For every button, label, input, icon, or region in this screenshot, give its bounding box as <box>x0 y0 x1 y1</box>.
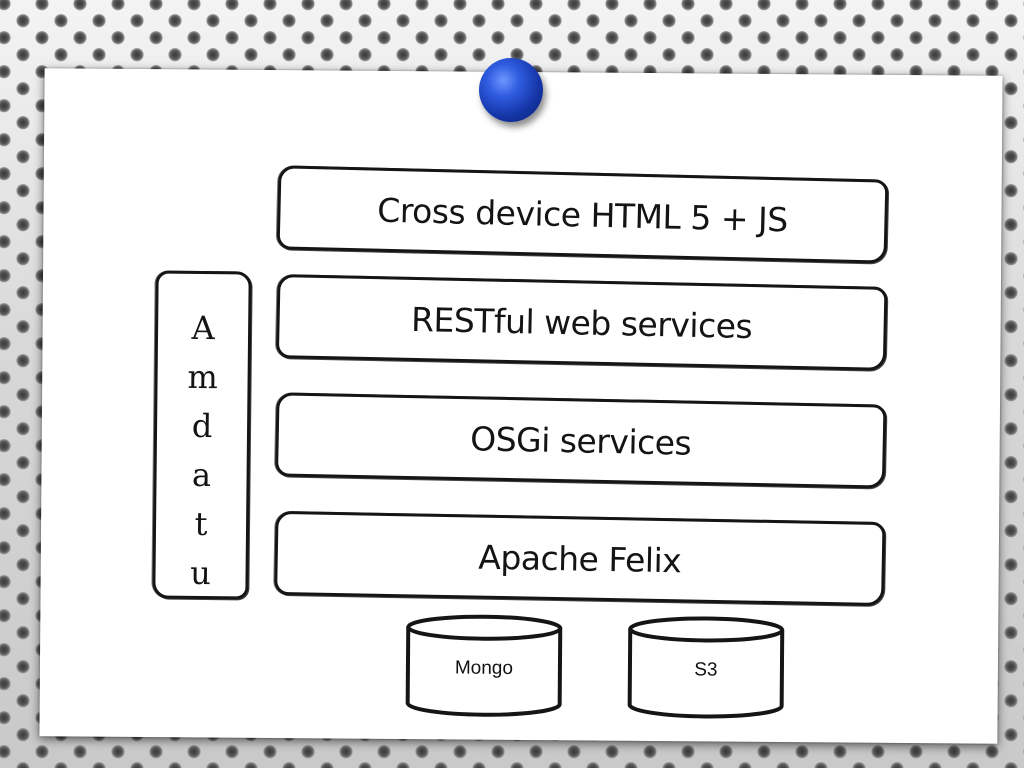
diagram-card: Cross device HTML 5 + JS RESTful web ser… <box>39 68 1003 744</box>
layer-label: RESTful web services <box>410 299 753 346</box>
database-label: S3 <box>694 659 718 681</box>
push-pin-icon <box>479 58 543 122</box>
cylinder-icon <box>627 616 785 719</box>
layer-label: Cross device HTML 5 + JS <box>376 190 789 239</box>
amdatu-side-box: A m d a t u <box>152 270 252 600</box>
database-mongo: Mongo <box>405 613 564 718</box>
cylinder-icon <box>405 614 563 717</box>
layer-label: OSGi services <box>469 418 692 463</box>
amdatu-letter: d <box>191 406 213 446</box>
database-s3: S3 <box>627 615 786 720</box>
amdatu-letter: m <box>187 357 218 397</box>
amdatu-vertical-label: A m d a t u <box>155 304 248 599</box>
layer-label: Apache Felix <box>477 537 682 580</box>
amdatu-letter: u <box>190 553 212 593</box>
amdatu-letter: t <box>194 504 208 544</box>
layer-html5-js: Cross device HTML 5 + JS <box>276 165 889 264</box>
layer-osgi-services: OSGi services <box>274 392 887 489</box>
layer-apache-felix: Apache Felix <box>274 510 886 607</box>
database-label: Mongo <box>454 657 514 679</box>
layer-restful-web-services: RESTful web services <box>275 274 888 371</box>
amdatu-letter: A <box>191 308 215 348</box>
amdatu-letter: a <box>191 455 212 495</box>
